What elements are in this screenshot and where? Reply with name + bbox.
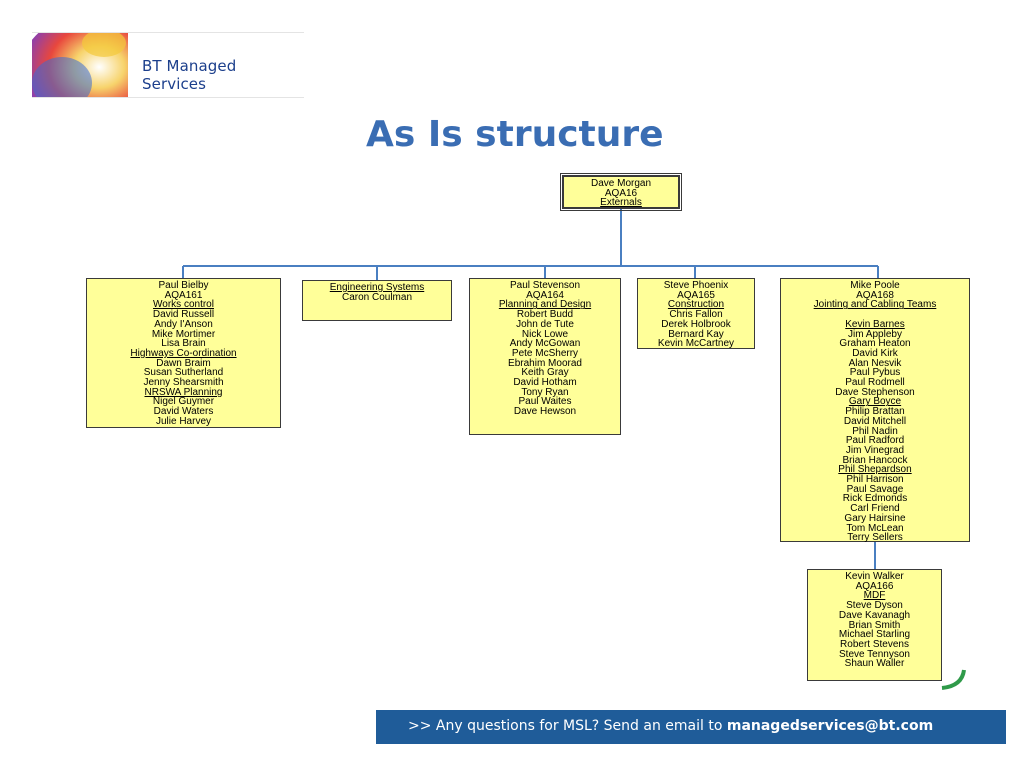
org-line: Caron Coulman — [341, 291, 413, 303]
org-line: AQA16 — [604, 187, 638, 199]
org-line: Works control — [153, 299, 214, 311]
org-line: Nick Lowe — [521, 328, 569, 340]
org-line: Rick Edmonds — [842, 493, 908, 505]
org-line: Brian Smith — [848, 619, 901, 631]
org-line: David Kirk — [852, 347, 898, 359]
org-line: Paul Pybus — [849, 367, 901, 379]
brand-header: BT Managed Services — [32, 32, 304, 98]
org-line: Construction — [667, 299, 725, 311]
org-line: Phil Harrison — [846, 474, 904, 486]
org-line: Dave Stephenson — [835, 386, 915, 398]
org-line: Planning and Design — [498, 299, 592, 311]
org-line: Mike Mortimer — [151, 328, 216, 340]
org-line: Shaun Waller — [844, 658, 905, 670]
org-line: Phil Shepardson — [838, 464, 912, 476]
org-line: Paul Stevenson — [509, 280, 581, 291]
org-line: Robert Stevens — [840, 638, 909, 650]
org-line: Paul Radford — [845, 435, 905, 447]
org-line: Phil Nadin — [852, 425, 898, 437]
org-line: Michael Starling — [838, 629, 911, 641]
org-line: Dave Hewson — [513, 406, 577, 418]
org-line: Paul Rodmell — [845, 377, 905, 389]
org-line: Jointing and Cabling Teams — [813, 299, 937, 311]
org-line: Kevin Barnes — [845, 318, 905, 330]
org-line: Kevin Walker — [845, 571, 904, 582]
org-line: Steve Phoenix — [663, 280, 729, 291]
org-line: AQA164 — [526, 289, 564, 301]
org-line: Tom McLean — [846, 522, 904, 534]
org-line: Gary Hairsine — [844, 512, 906, 524]
org-line: Mike Poole — [850, 280, 900, 291]
org-line: Paul Waites — [518, 396, 572, 408]
org-line: Jim Vinegrad — [845, 444, 905, 456]
org-line: Julie Harvey — [155, 415, 212, 427]
footer-email[interactable]: managedservices@bt.com — [726, 718, 934, 734]
footer-text: >> Any questions for MSL? Send an email … — [408, 718, 933, 734]
org-line: Jim Appleby — [848, 328, 902, 340]
org-line: Alan Nesvik — [848, 357, 902, 369]
org-line: Steve Tennyson — [839, 648, 910, 660]
org-line: Terry Sellers — [847, 532, 903, 544]
org-line: Ebrahim Moorad — [508, 357, 582, 369]
org-line: Jenny Shearsmith — [143, 377, 224, 389]
org-line: Kevin McCartney — [657, 338, 735, 350]
org-line: Brian Hancock — [842, 454, 908, 466]
org-line: John de Tute — [516, 318, 574, 330]
org-line: Externals — [600, 197, 642, 209]
org-line: Steve Dyson — [846, 600, 903, 612]
org-line: David Waters — [153, 406, 214, 418]
org-line: Lisa Brain — [161, 338, 206, 350]
org-line: Dave Kavanagh — [838, 609, 911, 621]
org-line: AQA165 — [677, 289, 715, 301]
org-line: Paul Savage — [846, 483, 904, 495]
org-line: NRSWA Planning — [144, 386, 223, 398]
footer-banner: >> Any questions for MSL? Send an email … — [376, 710, 1006, 744]
org-line: Bernard Kay — [668, 328, 724, 340]
org-line: Engineering Systems — [329, 282, 425, 293]
org-line: Gary Boyce — [848, 396, 902, 408]
org-line: David Hotham — [513, 377, 577, 389]
org-line: Susan Sutherland — [143, 367, 224, 379]
org-line: Dave Morgan — [590, 178, 652, 189]
org-line: AQA161 — [164, 289, 203, 301]
org-line: Nigel Guymer — [152, 396, 215, 408]
org-line: David Mitchell — [843, 415, 907, 427]
org-line: Chris Fallon — [669, 309, 723, 321]
footer-prefix: >> Any questions for MSL? Send an email … — [408, 718, 727, 734]
org-line: AQA166 — [855, 580, 894, 592]
org-line: Derek Holbrook — [661, 318, 731, 330]
org-line: AQA168 — [856, 289, 894, 301]
org-line: Highways Co-ordination — [130, 347, 237, 359]
bt-logo-icon — [32, 33, 128, 97]
org-line: Andy I'Anson — [154, 318, 213, 330]
decorative-arc-icon — [940, 650, 968, 690]
org-line: Paul Bielby — [158, 280, 209, 291]
org-line: Keith Gray — [521, 367, 569, 379]
org-line: Dawn Braim — [156, 357, 211, 369]
org-line: Graham Heaton — [839, 338, 911, 350]
org-line: Robert Budd — [516, 309, 574, 321]
org-line: Andy McGowan — [509, 338, 581, 350]
org-line: David Russell — [152, 309, 215, 321]
org-line: Tony Ryan — [521, 386, 569, 398]
org-line: MDF — [863, 590, 886, 602]
brand-name: BT Managed Services — [142, 57, 237, 93]
org-line: Carl Friend — [850, 503, 900, 515]
page-title: As Is structure — [366, 114, 664, 155]
org-line: Pete McSherry — [511, 347, 579, 359]
org-line: Philip Brattan — [845, 406, 905, 418]
